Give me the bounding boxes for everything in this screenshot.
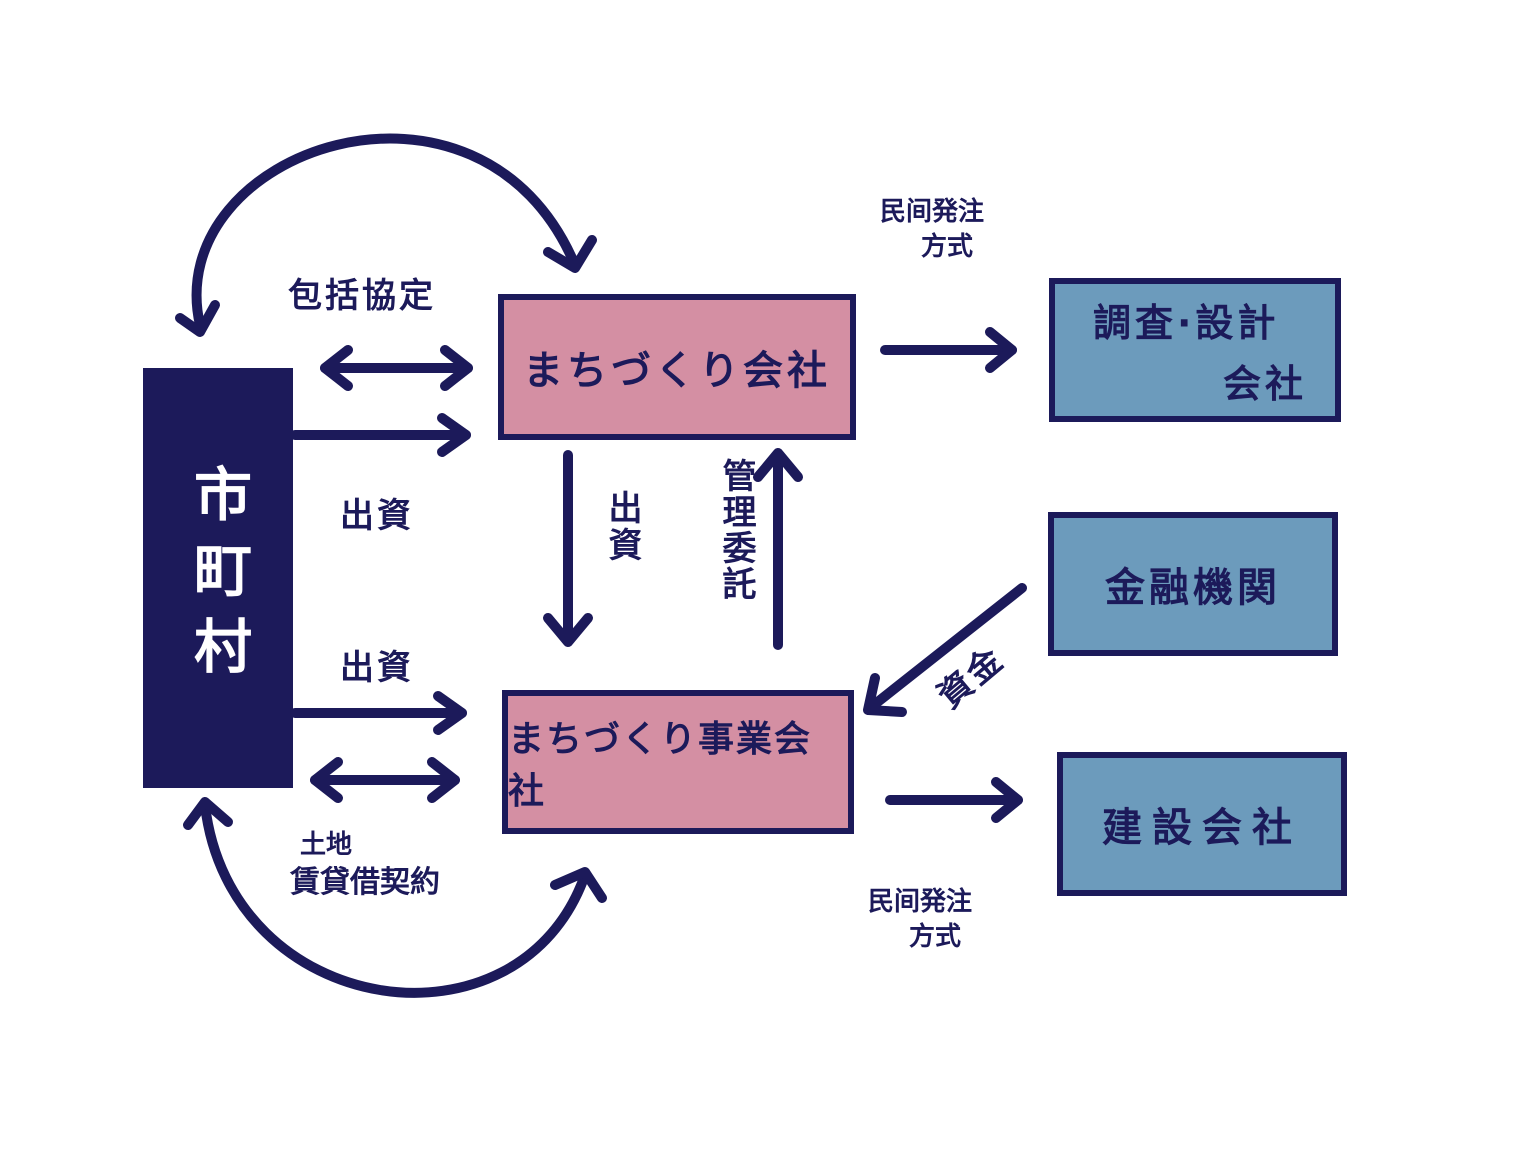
- municipality-label: 市町村: [184, 464, 252, 692]
- private-ordering-top-label: 民间発注 方式: [880, 195, 984, 265]
- private-ordering-top-line2: 方式: [921, 232, 974, 263]
- land-lease-label: 土地 賃貸借契約: [290, 828, 440, 904]
- private-ordering-top-line1: 民间発注: [880, 197, 985, 227]
- machizukuri-company-box: まちづくり会社: [498, 294, 856, 440]
- machizukuri-company-label: まちづくり会社: [523, 348, 831, 394]
- financial-institution-box: 金融機関: [1048, 512, 1338, 656]
- bottom-arc-head-right: [550, 867, 607, 903]
- machizukuri-business-company-label: まちづくり事業会社: [508, 719, 813, 812]
- construction-company-label: 建設会社: [1102, 805, 1302, 851]
- land-lease-line1: 土地: [300, 830, 353, 860]
- survey-design-company-label-line2: 会社: [1222, 362, 1307, 406]
- land-lease-line2: 賃貸借契約: [290, 865, 440, 901]
- municipality-box: 市町村: [143, 368, 293, 788]
- machizukuri-business-company-box: まちづくり事業会社: [502, 690, 854, 834]
- construction-company-box: 建設会社: [1057, 752, 1347, 896]
- funds-arrow: [865, 583, 1027, 713]
- top-arc-arrow: [191, 133, 580, 330]
- management-consignment-label: 管理委託: [716, 458, 756, 602]
- investment-bottom-label: 出資: [340, 648, 414, 688]
- investment-vertical-label: 出資: [602, 490, 642, 564]
- financial-institution-label: 金融機関: [1105, 565, 1281, 611]
- survey-design-company-box: 調査·設計 会社: [1049, 278, 1341, 422]
- top-arc-head-right: [543, 235, 597, 273]
- bottom-arc-head-left: [183, 797, 233, 830]
- bottom-arc-arrow: [200, 800, 590, 998]
- private-ordering-bottom-label: 民间発注 方式: [868, 885, 972, 955]
- comprehensive-agreement-label: 包括協定: [288, 276, 436, 316]
- survey-design-company-label-line1: 調査·設計: [1093, 301, 1280, 345]
- top-arc-head-left: [175, 300, 220, 337]
- investment-top-label: 出資: [340, 496, 414, 536]
- private-ordering-bottom-line1: 民间発注: [868, 887, 973, 917]
- private-ordering-bottom-line2: 方式: [909, 922, 962, 953]
